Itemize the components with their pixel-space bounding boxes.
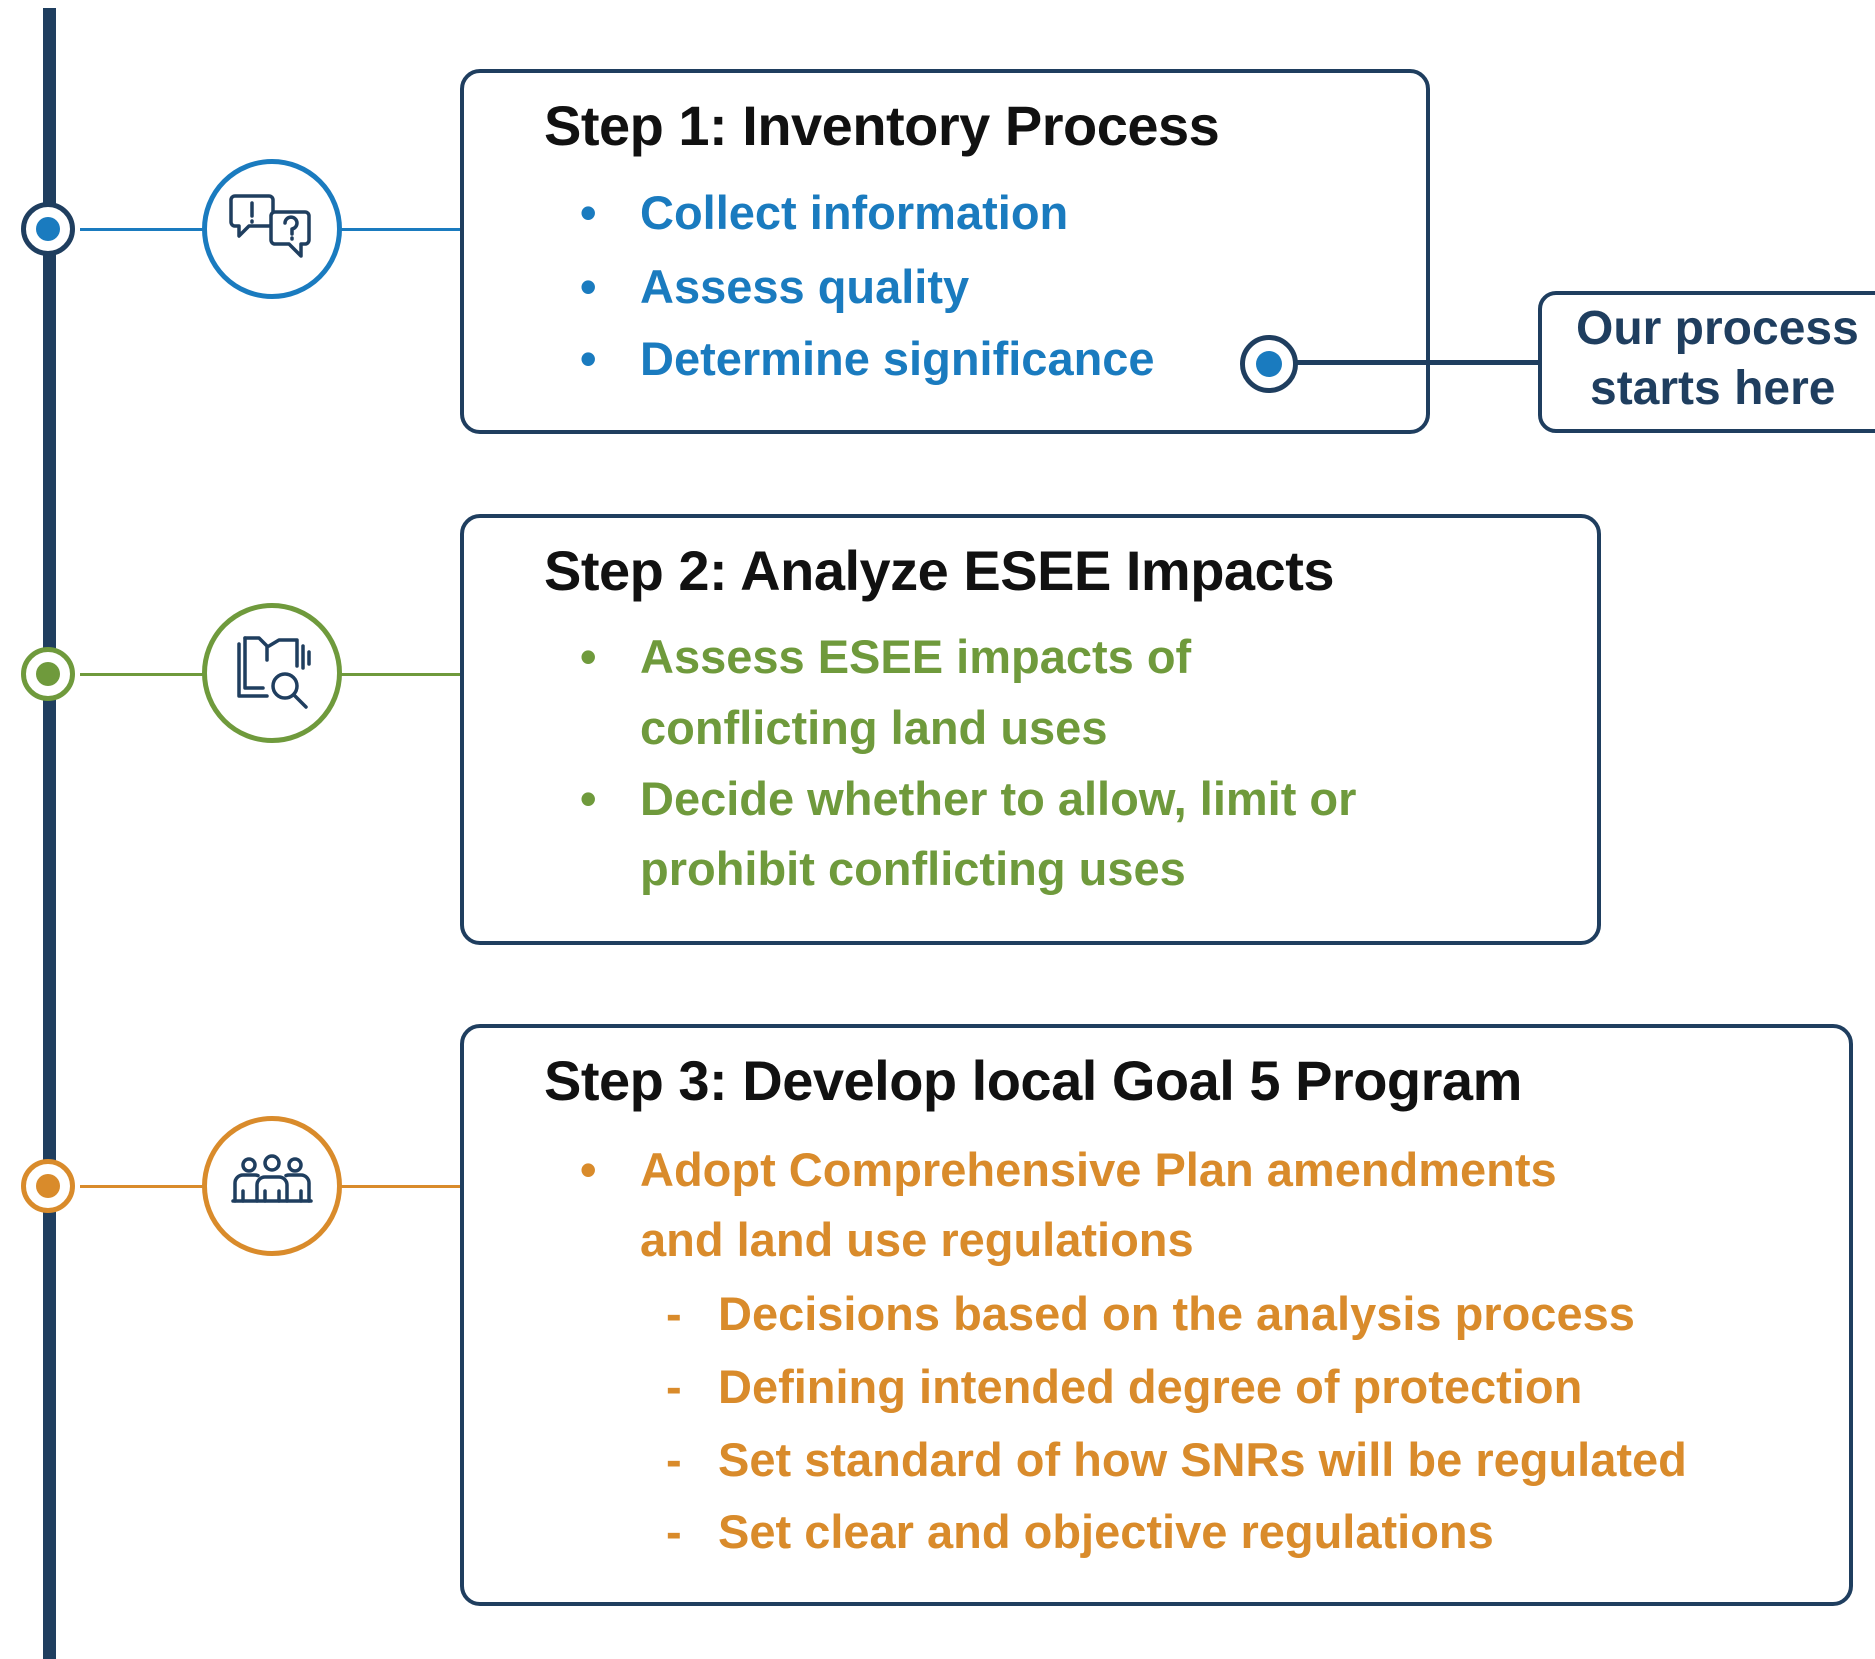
dash-mark: - — [666, 1505, 682, 1558]
step2-timeline-node — [21, 647, 75, 701]
step3-subitem-label: Decisions based on the analysis process — [718, 1287, 1635, 1340]
start-callout-connector — [1290, 360, 1542, 365]
bullet-mark: • — [580, 772, 597, 825]
bullet-mark: • — [580, 186, 597, 239]
step1-item-label: Collect information — [640, 186, 1069, 239]
bullet-mark: • — [580, 332, 597, 385]
step3-subitem-label: Defining intended degree of protection — [718, 1360, 1583, 1413]
speech-bubbles-question-icon — [229, 194, 311, 258]
bullet-mark: • — [580, 630, 597, 683]
step2-item-line1: Assess ESEE impacts of — [640, 630, 1192, 683]
step1-item-label: Assess quality — [640, 260, 970, 313]
timeline-line — [43, 8, 56, 1659]
step1-card: Step 1: Inventory Process • Collect info… — [460, 69, 1430, 434]
step2-item-line1: Decide whether to allow, limit or — [640, 772, 1357, 825]
start-callout-line1: Our process — [1576, 302, 1859, 355]
step1-icon-circle — [202, 159, 342, 299]
step1-item-label: Determine significance — [640, 332, 1155, 385]
people-group-icon — [231, 1154, 313, 1203]
step3-item-line1: Adopt Comprehensive Plan amendments — [640, 1143, 1557, 1196]
step2-item-line2: conflicting land uses — [640, 701, 1108, 754]
step3-title: Step 3: Develop local Goal 5 Program — [544, 1049, 1522, 1112]
dash-mark: - — [666, 1433, 682, 1486]
step3-timeline-node — [21, 1159, 75, 1213]
step3-card: Step 3: Develop local Goal 5 Program • A… — [460, 1024, 1853, 1606]
step3-subitem-label: Set standard of how SNRs will be regulat… — [718, 1433, 1687, 1486]
start-marker — [1240, 335, 1298, 393]
book-magnifier-icon — [237, 636, 311, 709]
bullet-mark: • — [580, 260, 597, 313]
step3-subitem-label: Set clear and objective regulations — [718, 1505, 1494, 1558]
step2-title: Step 2: Analyze ESEE Impacts — [544, 539, 1335, 602]
step2-card: Step 2: Analyze ESEE Impacts • Assess ES… — [460, 514, 1601, 945]
step2-icon-circle — [202, 603, 342, 743]
step1-title: Step 1: Inventory Process — [544, 94, 1220, 157]
start-callout: Our process starts here — [1538, 291, 1875, 433]
start-callout-line2: starts here — [1590, 362, 1836, 415]
dash-mark: - — [666, 1287, 682, 1340]
step3-icon-circle — [202, 1116, 342, 1256]
dash-mark: - — [666, 1360, 682, 1413]
step2-item-line2: prohibit conflicting uses — [640, 842, 1186, 895]
step1-timeline-node — [21, 202, 75, 256]
step3-item-line2: and land use regulations — [640, 1213, 1194, 1266]
bullet-mark: • — [580, 1143, 597, 1196]
